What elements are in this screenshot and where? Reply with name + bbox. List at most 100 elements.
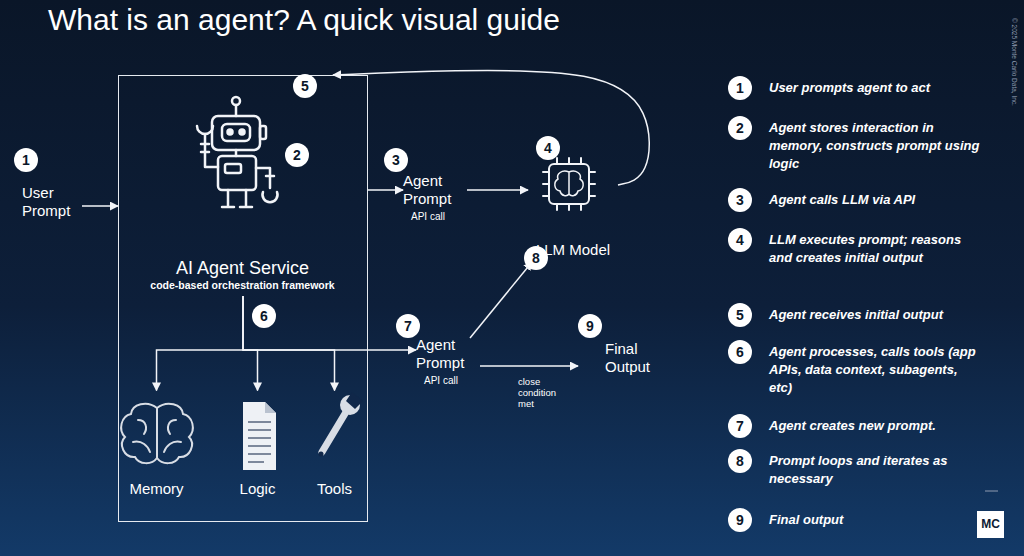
- robot-legs: [228, 190, 246, 206]
- robot-head: [212, 116, 260, 150]
- robot-arm: [205, 134, 218, 167]
- robot-body: [218, 156, 256, 190]
- step-description: Agent processes, calls tools (app APIs, …: [769, 343, 984, 397]
- step-sublabel: API call: [403, 210, 458, 223]
- flow-arrow: [467, 189, 528, 191]
- node-label: User Prompt: [22, 184, 77, 220]
- callout-number: 9: [728, 508, 752, 532]
- wrench-jaw: [346, 392, 363, 409]
- callout-number: 4: [728, 228, 752, 252]
- robot-arm-stripes: [266, 175, 274, 178]
- robot-wrench: [263, 192, 278, 202]
- callout-number: 3: [384, 148, 408, 172]
- node-label: Final Output: [605, 340, 660, 376]
- agent-service-box: AI Agent Servicecode-based orchestration…: [118, 75, 368, 522]
- copyright-note: © 2025 Monte Carlo Data, Inc.: [1010, 18, 1018, 106]
- brain-icon: [121, 404, 193, 463]
- callout-number: 6: [252, 304, 276, 328]
- flow-arrow: [243, 349, 416, 351]
- flow-arrow: [368, 189, 403, 191]
- robot-antenna-stem: [235, 105, 238, 116]
- step-description: User prompts agent to act: [769, 79, 984, 97]
- robot-claw: [197, 126, 213, 134]
- callout-number: 8: [524, 246, 548, 270]
- brain-right: [157, 404, 193, 463]
- llm-chip-icon: [543, 158, 595, 210]
- output-label: Final Output: [578, 340, 668, 380]
- callout-number: 3: [728, 188, 752, 212]
- text-group: User Prompt: [22, 184, 77, 220]
- component-label: Tools: [305, 480, 365, 498]
- step-label: Agent Prompt: [403, 172, 458, 208]
- component-label: Memory: [122, 480, 192, 498]
- text-group: Memory: [122, 480, 192, 498]
- callout-number: 6: [728, 340, 752, 364]
- flow-arrow: [243, 296, 335, 391]
- callout-number: 1: [14, 148, 38, 172]
- logic-component: Logic: [228, 391, 288, 498]
- step-description: LLM executes prompt; reasons and creates…: [769, 231, 984, 267]
- wrench-hole: [319, 452, 324, 457]
- robot-feet: [222, 206, 252, 209]
- step-description: Agent receives initial output: [769, 306, 984, 324]
- divider-mark: [985, 491, 998, 492]
- prompt-step: Agent PromptAPI call: [403, 172, 467, 224]
- callout-number: 5: [293, 74, 317, 98]
- step-description: Agent creates new prompt.: [769, 417, 984, 435]
- flow-arrow: [470, 262, 532, 338]
- flow-arrow: [480, 365, 578, 367]
- robot-eye: [240, 130, 245, 135]
- brand-logo: MC: [977, 511, 1004, 538]
- step-sublabel: API call: [416, 374, 471, 387]
- page-title: What is an agent? A quick visual guide: [48, 2, 560, 38]
- brain-folds: [133, 420, 181, 452]
- callout-number: 1: [728, 76, 752, 100]
- step-description: Agent stores interaction in memory, cons…: [769, 119, 984, 173]
- robot-arm: [256, 168, 270, 188]
- brain-left: [121, 404, 157, 463]
- step-description: Final output: [769, 511, 984, 529]
- flow-arrow: [333, 70, 649, 185]
- callout-number: 7: [396, 314, 420, 338]
- robot-ear: [260, 126, 266, 139]
- callout-number: 5: [728, 303, 752, 327]
- document-fold: [265, 402, 276, 413]
- wrench-icon: [319, 392, 364, 457]
- chip-body: [549, 164, 589, 204]
- robot-face: [222, 124, 250, 141]
- robot-arm-stripes: [201, 144, 209, 152]
- robot-panel: [225, 164, 241, 173]
- callout-number: 2: [285, 143, 309, 167]
- text-group: MC: [977, 511, 1004, 538]
- text-group: Tools: [305, 480, 365, 498]
- step-description: Agent calls LLM via API: [769, 191, 984, 209]
- wrench-handle: [322, 412, 346, 452]
- flow-arrow: [157, 296, 244, 391]
- step-label: Agent Prompt: [416, 336, 471, 372]
- input-label: User Prompt: [22, 184, 82, 228]
- text-group: Agent PromptAPI call: [416, 336, 471, 387]
- document-lines: [248, 422, 271, 462]
- robot-eye: [228, 130, 233, 135]
- chip-pins: [543, 158, 595, 210]
- component-label: Logic: [228, 480, 288, 498]
- text-group: AI Agent Servicecode-based orchestration…: [119, 257, 366, 292]
- callout-number: 2: [728, 116, 752, 140]
- tools-component: Tools: [305, 391, 365, 498]
- callout-number: 4: [536, 136, 560, 160]
- service-subtitle: code-based orchestration framework: [119, 279, 366, 292]
- robot-illustration: [197, 97, 278, 207]
- service-title: AI Agent Service: [119, 257, 366, 279]
- prompt-step: Agent PromptAPI call: [416, 336, 480, 388]
- document-icon: [243, 402, 276, 470]
- callout-number: 7: [728, 414, 752, 438]
- edge-label: close condition met: [518, 376, 566, 409]
- brain-divide: [156, 408, 158, 458]
- callout-number: 9: [578, 314, 602, 338]
- logo-text: MC: [977, 511, 1004, 538]
- text-group: Final Output: [605, 340, 660, 376]
- memory-component: Memory: [122, 391, 192, 498]
- text-group: Logic: [228, 480, 288, 498]
